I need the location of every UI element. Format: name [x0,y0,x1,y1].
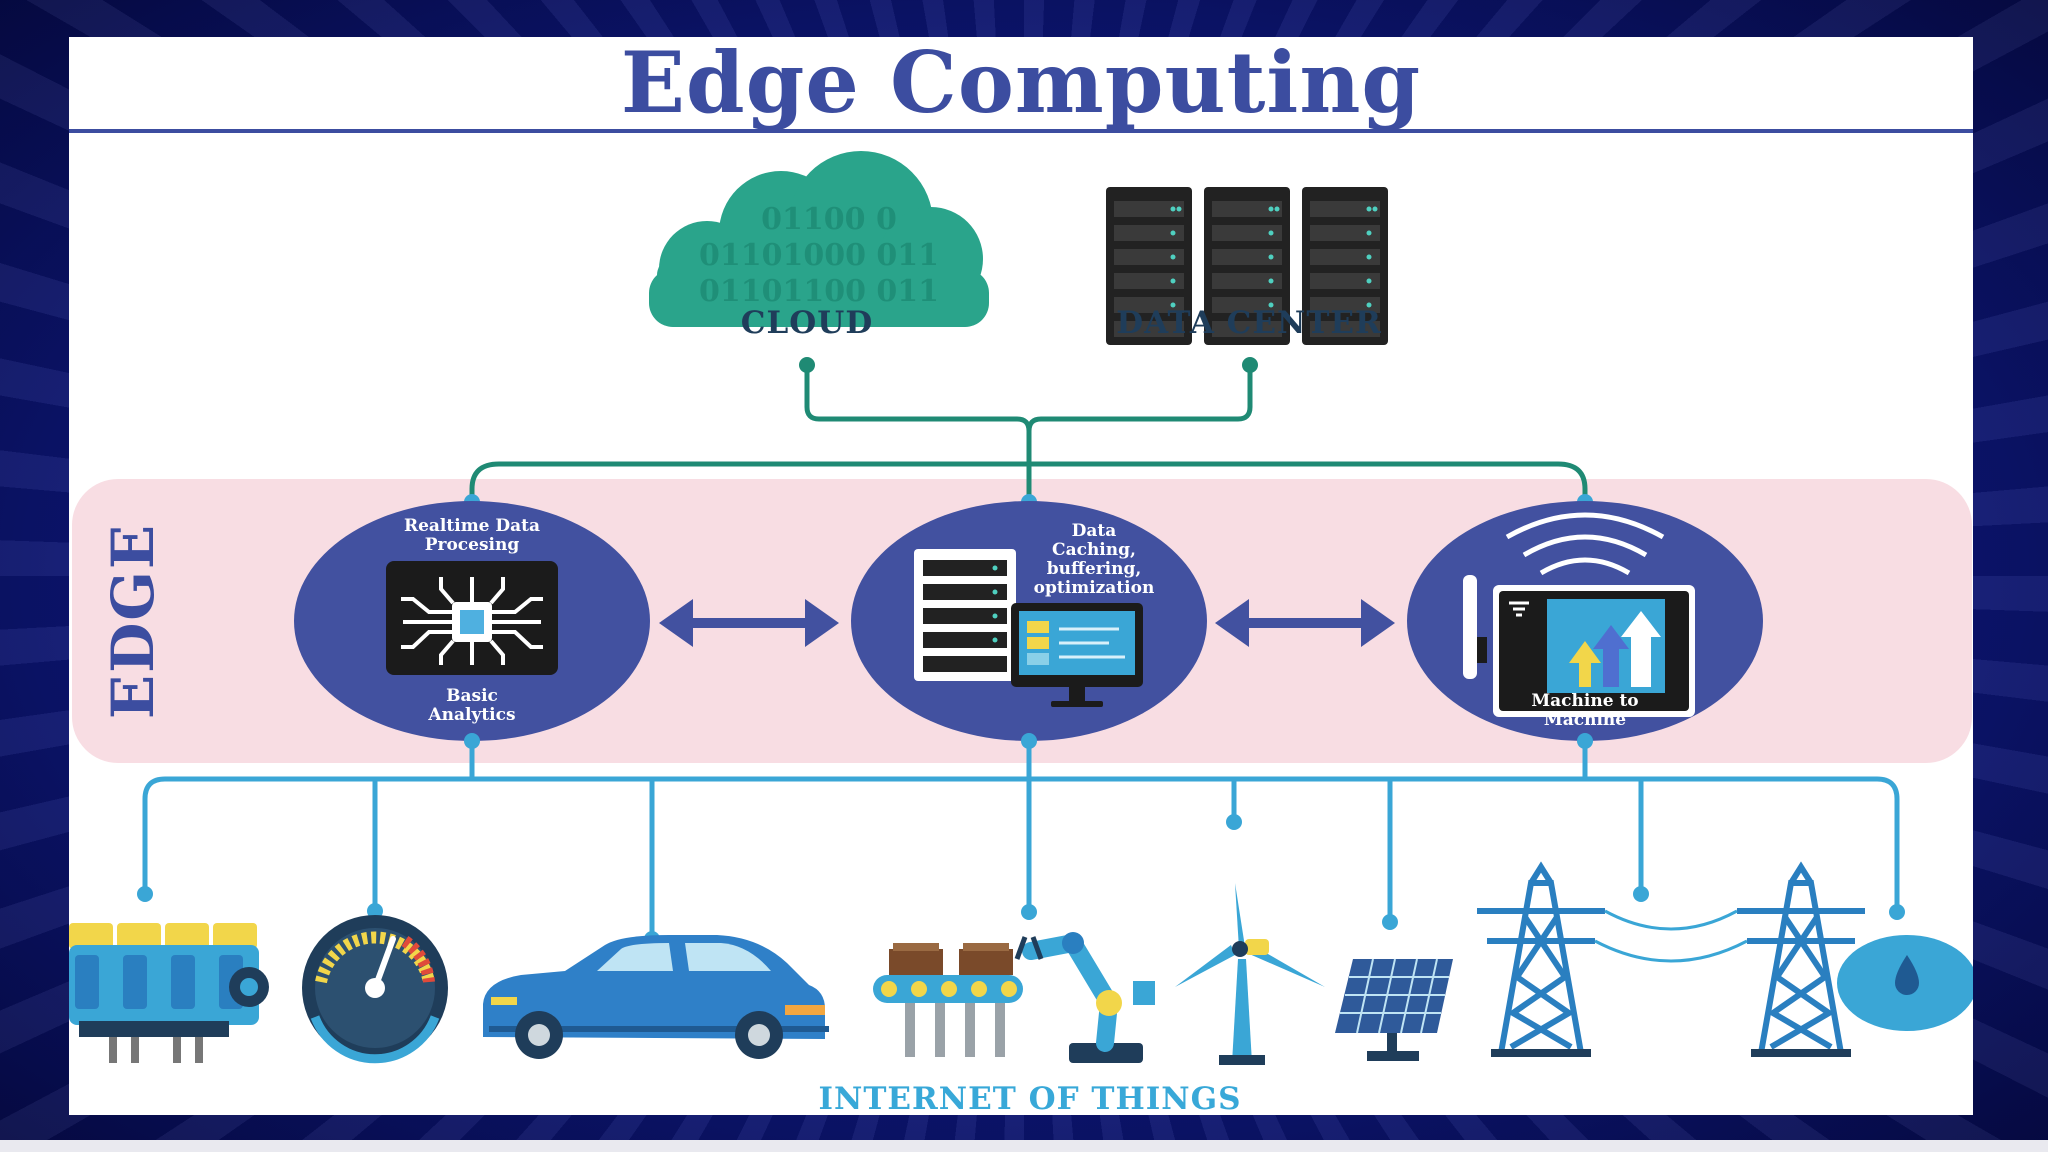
title-divider [69,129,1973,133]
iot-connectors [142,741,1900,939]
diagram-panel: Edge Computing EDGE 01100 0 01101000 011… [69,37,1973,1115]
iot-connector-dots [137,733,1905,947]
binary-row: 01100 0 [761,202,897,237]
diagram-graphics: 01100 0 01101000 011 01101100 011 [69,151,1973,1065]
binary-row: 01101000 011 [699,238,939,273]
cloud-edge-connectors [469,365,1588,502]
power-tower-icon [1477,861,1605,1057]
solar-panel-icon [1335,958,1453,1061]
node-label-m2m: Machine to Machine [1531,691,1639,730]
page-title: Edge Computing [620,37,1422,132]
car-icon [483,935,829,1059]
edge-node-m2m [1407,501,1763,741]
engine-icon [69,923,269,1063]
wifi-icon [1505,512,1665,576]
power-lines [1594,909,1748,963]
conveyor-robot-arm-icon [873,932,1155,1063]
data-center-icon [1106,187,1388,345]
double-arrow-icon [1215,599,1395,647]
node-label-basic-analytics: Basic Analytics [428,686,516,725]
node-label-realtime: Realtime Data Procesing [403,516,541,555]
edge-node-caching [851,501,1207,741]
water-drop-icon [1837,935,1973,1031]
power-tower-icon [1737,861,1865,1057]
cloud-label: CLOUD [740,305,874,341]
bottom-strip [0,1140,2048,1152]
edge-node-realtime [294,501,650,741]
cloud-icon: 01100 0 01101000 011 01101100 011 [649,151,989,327]
connector-dots [799,357,1258,373]
iot-label: INTERNET OF THINGS [818,1081,1242,1115]
node-label-caching: Data Caching, buffering, optimization [1033,521,1155,598]
speedometer-icon [302,915,448,1064]
binary-row: 01101100 011 [699,274,939,309]
wind-turbine-icon [1175,883,1325,1065]
double-arrow-icon [659,599,839,647]
data-center-label: DATA CENTER [1116,305,1382,341]
